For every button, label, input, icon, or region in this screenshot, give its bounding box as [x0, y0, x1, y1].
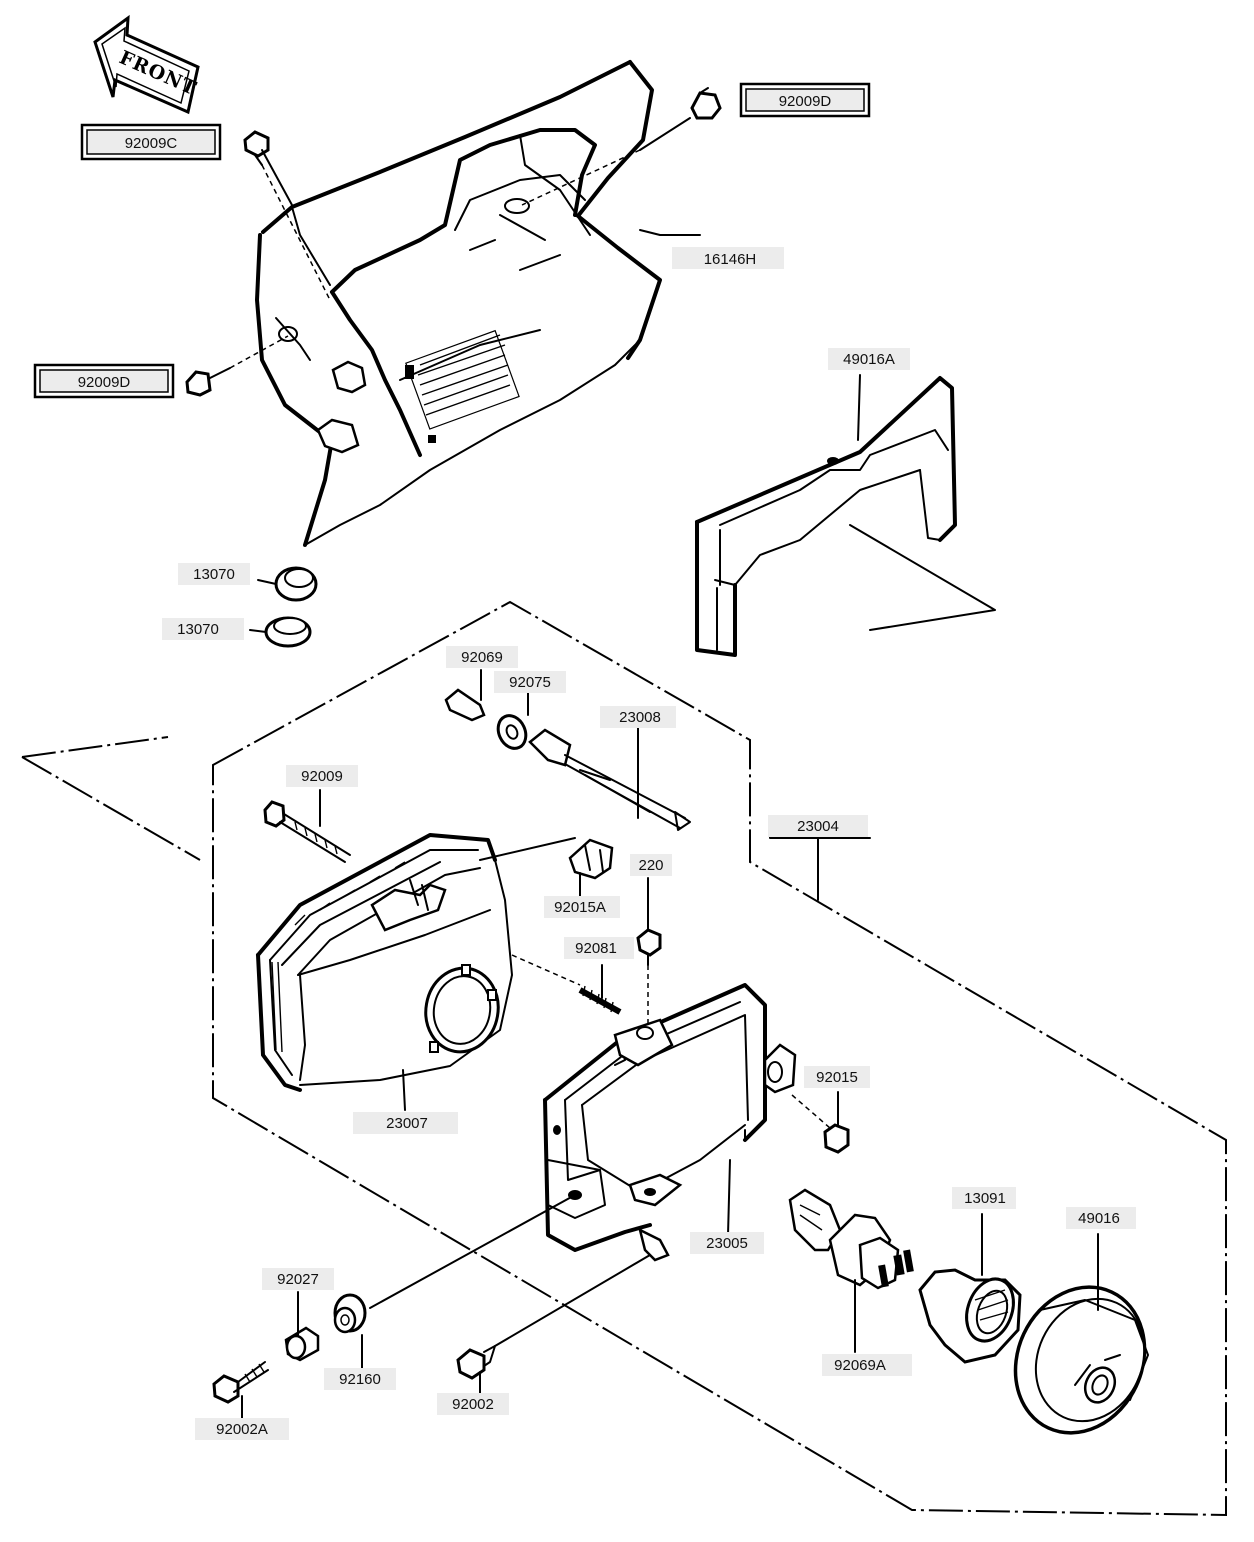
label-92015: 92015: [804, 1066, 870, 1088]
screw-92009C-icon: [243, 130, 331, 301]
front-arrow-icon: FRONT: [93, 14, 200, 115]
label-92069A: 92069A: [822, 1354, 912, 1376]
headlamp-unit-23007: [256, 833, 581, 1111]
cap-49016-icon: [1013, 1233, 1149, 1435]
label-23008: 23008: [600, 706, 676, 728]
grommet-13070-upper-icon: [257, 566, 318, 602]
assembly-23004-outline: [21, 736, 201, 861]
bulb-92069A-icon: [788, 1188, 914, 1353]
label-13070-lower: 13070: [162, 618, 244, 640]
rubber-cover-13091-icon: [918, 1213, 1022, 1364]
bulb-92069-icon: [444, 669, 486, 722]
label-92002: 92002: [437, 1393, 509, 1415]
grommet-92075-icon: [496, 691, 529, 750]
headlight-cover: [255, 60, 662, 547]
screw-92015-icon: [791, 1091, 850, 1154]
label-text-92075: 92075: [509, 674, 551, 691]
label-text-49016A: 49016A: [843, 351, 895, 368]
label-text-92002A: 92002A: [216, 1421, 268, 1438]
label-23004: 23004: [768, 815, 868, 837]
screw-92009D-top-icon: [521, 87, 722, 206]
bolt-92002A-icon: [212, 1361, 269, 1421]
label-92009C: 92009C: [80, 123, 222, 161]
label-92160: 92160: [324, 1368, 396, 1390]
label-text-13070-upper: 13070: [193, 566, 235, 583]
label-text-23008: 23008: [619, 709, 661, 726]
collar-92027-icon: [284, 1291, 320, 1362]
label-92015A: 92015A: [544, 896, 620, 918]
label-text-92160: 92160: [339, 1371, 381, 1388]
assembly-23004-boundary: [212, 600, 1227, 1517]
label-49016: 49016: [1066, 1207, 1136, 1229]
socket-23008-icon: [528, 725, 691, 831]
label-text-92015A: 92015A: [554, 899, 606, 916]
bracket-49016A: [695, 374, 996, 657]
screw-92009D-left-icon: [185, 335, 289, 397]
label-text-92069: 92069: [461, 649, 503, 666]
label-text-23004: 23004: [797, 818, 839, 835]
label-text-92069A: 92069A: [834, 1357, 886, 1374]
screw-220-icon: [636, 877, 662, 1025]
leader-16146H: [639, 229, 701, 236]
label-92027: 92027: [262, 1268, 334, 1290]
label-23005: 23005: [690, 1232, 764, 1254]
label-text-92009C: 92009C: [125, 135, 178, 152]
label-92009D-top: 92009D: [739, 82, 871, 118]
screw-92009-icon: [263, 789, 351, 863]
label-16146H: 16146H: [672, 247, 784, 269]
label-49016A: 49016A: [828, 348, 910, 370]
label-text-92009D-left: 92009D: [78, 374, 131, 391]
housing-23005: [543, 983, 797, 1262]
label-text-13070-lower: 13070: [177, 621, 219, 638]
label-92009: 92009: [286, 765, 358, 787]
label-92069: 92069: [446, 646, 518, 668]
label-220: 220: [630, 854, 672, 876]
clip-92015A-icon: [568, 838, 614, 899]
grommet-13070-lower-icon: [249, 616, 312, 648]
label-23007: 23007: [353, 1112, 458, 1134]
label-13091: 13091: [952, 1187, 1016, 1209]
label-13070-upper: 13070: [178, 563, 250, 585]
label-text-92027: 92027: [277, 1271, 319, 1288]
label-92002A: 92002A: [195, 1418, 289, 1440]
label-text-23005: 23005: [706, 1235, 748, 1252]
label-text-23007: 23007: [386, 1115, 428, 1132]
label-text-92015: 92015: [816, 1069, 858, 1086]
label-text-92009D-top: 92009D: [779, 93, 832, 110]
label-92081: 92081: [564, 937, 634, 959]
label-text-92009: 92009: [301, 768, 343, 785]
label-text-49016: 49016: [1078, 1210, 1120, 1227]
bolt-92002-icon: [456, 1254, 651, 1396]
grommet-92160-icon: [333, 1194, 576, 1371]
label-text-92002: 92002: [452, 1396, 494, 1413]
label-92009D-left: 92009D: [33, 363, 175, 399]
label-text-92081: 92081: [575, 940, 617, 957]
label-92075: 92075: [494, 671, 566, 693]
spring-92081-icon: [578, 964, 622, 1015]
label-text-16146H: 16146H: [704, 251, 757, 268]
label-text-220: 220: [638, 857, 663, 874]
label-text-13091: 13091: [964, 1190, 1006, 1207]
